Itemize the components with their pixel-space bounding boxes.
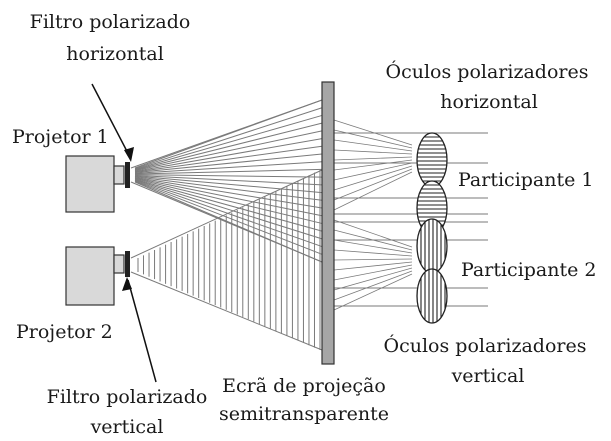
vertical-filter (125, 251, 130, 277)
filter-horizontal-label-1: Filtro polarizado (30, 11, 191, 33)
vertical-polarizing-glasses (416, 218, 448, 324)
horizontal-filter (125, 162, 130, 188)
glasses-horizontal-label-2: horizontal (440, 91, 538, 113)
horizontal-polarizing-glasses (416, 132, 448, 236)
projector-1 (65, 155, 130, 213)
filter-horizontal-label-2: horizontal (66, 43, 164, 65)
glasses-vertical-label-1: Óculos polarizadores (384, 334, 587, 357)
projector-2 (65, 246, 130, 306)
projector-1-lens (113, 165, 125, 185)
participant-1-label: Participante 1 (458, 169, 594, 191)
screen-label-1: Ecrã de projeção (222, 375, 386, 397)
vertical-polarized-beam (130, 169, 323, 351)
projector-2-label: Projetor 2 (16, 321, 113, 343)
participant-2-label: Participante 2 (461, 259, 597, 281)
projector-2-lens (113, 254, 125, 274)
projection-screen (321, 81, 335, 365)
filter-vertical-arrow (122, 277, 157, 383)
filter-vertical-label-1: Filtro polarizado (47, 386, 208, 408)
filter-vertical-label-2: vertical (90, 416, 164, 438)
transmitted-beam-lines (333, 119, 488, 311)
filter-horizontal-arrow (91, 83, 134, 162)
projector-1-body (65, 155, 115, 213)
projector-2-body (65, 246, 115, 306)
projector-1-label: Projetor 1 (12, 126, 109, 148)
screen-label-2: semitransparente (219, 403, 389, 425)
horizontal-polarized-beam (130, 99, 323, 263)
glasses-vertical-label-2: vertical (451, 365, 525, 387)
glasses-horizontal-label-1: Óculos polarizadores (386, 60, 589, 83)
